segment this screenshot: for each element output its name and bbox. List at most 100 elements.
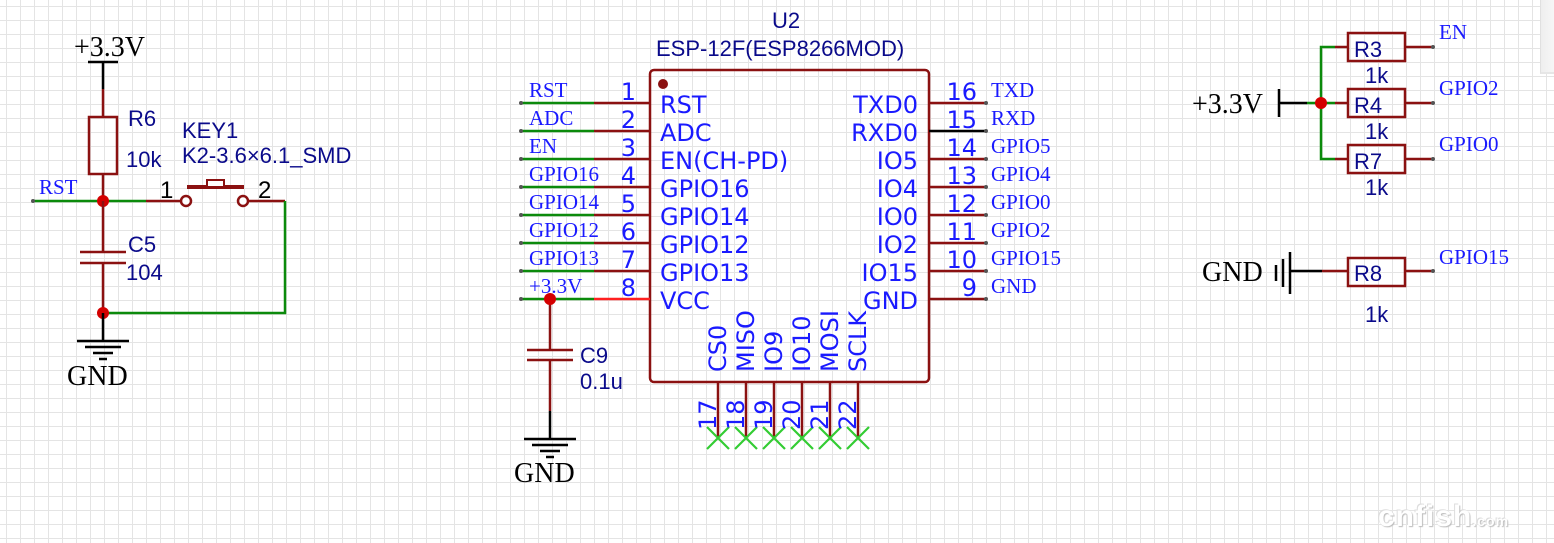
pin-name: GPIO16 (660, 175, 750, 203)
pin-number: 5 (621, 190, 636, 218)
wire-end-stub (519, 297, 523, 301)
pin-number: 6 (621, 218, 636, 246)
wire-end-stub (519, 185, 523, 189)
resistor-value: 1k (1365, 63, 1389, 88)
pin-number: 19 (750, 399, 778, 430)
pin-number: 8 (621, 274, 636, 302)
key-to-gnd-wire[interactable] (103, 201, 287, 315)
pin-17[interactable]: 17 CS0 (694, 325, 732, 450)
wire-end-stub (31, 199, 35, 203)
net-label: GPIO2 (991, 218, 1051, 242)
power-symbol-3v3-pullup[interactable]: +3.3V (1192, 89, 1307, 120)
ground-symbol-r8[interactable]: GND (1202, 252, 1322, 294)
pin-name: ADC (660, 119, 712, 147)
resistor-designator: R3 (1354, 37, 1382, 62)
pin-number: 9 (962, 274, 977, 302)
pin-number: 11 (946, 218, 977, 246)
u2-designator: U2 (772, 8, 800, 33)
net-label: GPIO16 (529, 162, 599, 186)
c9-value: 0.1u (580, 369, 623, 394)
pin-14[interactable]: 14 IO5 GPIO5 (877, 134, 1051, 175)
capacitor-c9[interactable]: C9 0.1u (527, 299, 623, 411)
power-label: +3.3V (74, 32, 145, 63)
r8-value: 1k (1365, 302, 1389, 327)
net-label: GPIO5 (991, 134, 1051, 158)
ground-symbol-c9[interactable]: GND (514, 411, 576, 489)
no-connect-mark (734, 426, 758, 450)
ground-label: GND (514, 458, 575, 489)
capacitor-c5[interactable]: C5 104 (80, 201, 163, 313)
resistor-r6[interactable]: R6 10k (87, 89, 162, 201)
key1-designator: KEY1 (182, 118, 238, 143)
pin-name: EN(CH-PD) (660, 147, 788, 175)
wire-end-stub (519, 129, 523, 133)
net-label: GPIO13 (529, 246, 599, 270)
net-label: ADC (529, 106, 573, 130)
pin-number: 14 (946, 134, 977, 162)
r8-designator: R8 (1354, 261, 1382, 286)
pin-number: 17 (694, 399, 722, 430)
net-label: GPIO0 (991, 190, 1051, 214)
resistor-r8[interactable]: R8 1k GPIO15 (1322, 245, 1509, 327)
pin-number: 16 (946, 78, 977, 106)
watermark-main: cnfish (1378, 500, 1473, 533)
pin-name: CS0 (704, 325, 732, 372)
pin-name: VCC (660, 287, 710, 315)
pin-number: 18 (722, 399, 750, 430)
no-connect-mark (790, 426, 814, 450)
junction-dot (544, 293, 556, 305)
net-label: GPIO12 (529, 218, 599, 242)
pin1-marker (658, 79, 668, 89)
pin-number: 21 (806, 399, 834, 430)
net-label: +3.3V (529, 274, 582, 298)
pin-number: 4 (621, 162, 636, 190)
pin-8[interactable]: 8 VCC +3.3V (519, 274, 710, 315)
resistor-value: 1k (1365, 175, 1389, 200)
wire-end-stub (984, 185, 988, 189)
watermark-logo: cnfish.com (1378, 500, 1509, 534)
pin-name: IO5 (877, 147, 918, 175)
pin-2[interactable]: 2 ADC ADC (519, 106, 712, 147)
key1-footprint: K2-3.6×6.1_SMD (182, 143, 351, 168)
side-panel-edge[interactable] (1540, 0, 1554, 74)
pin-number: 12 (946, 190, 977, 218)
no-connect-mark (706, 426, 730, 450)
resistor-designator: R7 (1354, 149, 1382, 174)
pin-name: TXD0 (852, 91, 918, 119)
pin-name: IO10 (788, 315, 816, 372)
wire-end-stub (984, 241, 988, 245)
c5-value: 104 (126, 260, 163, 285)
pin-number: 2 (621, 106, 636, 134)
net-label: EN (529, 134, 557, 158)
button-key1[interactable]: 1 2 KEY1 K2-3.6×6.1_SMD (146, 118, 351, 208)
wire-end-stub (984, 213, 988, 217)
power-symbol-3v3-reset[interactable]: +3.3V (74, 32, 145, 89)
pin-name: GPIO12 (660, 231, 750, 259)
ground-symbol-reset[interactable]: GND (67, 313, 129, 392)
key1-pin1: 1 (160, 177, 173, 204)
pin-name: IO4 (877, 175, 918, 203)
